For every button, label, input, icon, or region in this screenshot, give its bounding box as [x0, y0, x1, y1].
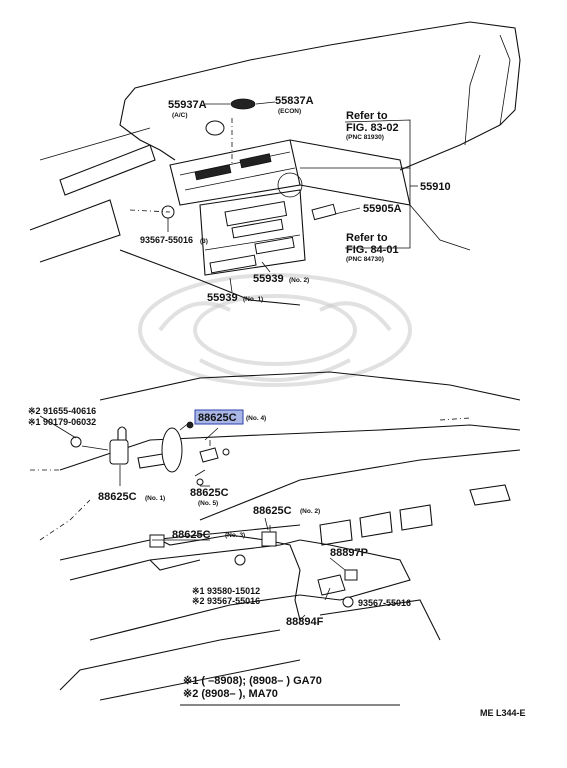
- label-88894f: 88894F: [286, 616, 324, 628]
- label-93580-15012: ※1 93580-15012: [192, 586, 260, 596]
- label-55939-no1: 55939: [207, 292, 238, 304]
- label-88625c-no2: 88625C: [253, 505, 292, 517]
- label-55910: 55910: [420, 181, 451, 193]
- label-55939-no1-note: (No. 1): [243, 296, 263, 303]
- label-88625c-no5: 88625C: [190, 487, 229, 499]
- label-88625c-no1-note: (No. 1): [145, 495, 165, 502]
- top-dashboard-drawing: [29, 21, 521, 306]
- legend-line-2: ※2 (8908– ), MA70: [183, 688, 278, 700]
- label-88625c-no4[interactable]: 88625C: [198, 412, 237, 424]
- label-88625c-no3: 88625C: [172, 529, 211, 541]
- label-55837a-econ-note: (ECON): [278, 108, 301, 115]
- label-55837a-econ: 55837A: [275, 95, 314, 107]
- label-88625c-no4-note: (No. 4): [246, 415, 266, 422]
- label-55937a-ac: 55937A: [168, 99, 207, 111]
- diagram-code: ME L344-E: [480, 708, 526, 718]
- label-93567-55016-mid: ※2 93567-55016: [192, 596, 260, 606]
- label-55905a: 55905A: [363, 203, 402, 215]
- label-88625c-no5-note: (No. 5): [198, 500, 218, 507]
- label-55937a-ac-note: (A/C): [172, 112, 188, 119]
- ref-fig-83-pnc: (PNC 81930): [346, 134, 384, 141]
- watermark-emblem: [138, 273, 412, 387]
- ref-fig-83-line1: Refer to: [346, 110, 388, 122]
- label-91655-40616: ※2 91655-40616: [28, 406, 96, 416]
- highlight-box: [194, 409, 244, 425]
- legend-line-1: ※1 ( –8908); (8908– ) GA70: [183, 675, 322, 687]
- label-88897p: 88897P: [330, 547, 368, 559]
- ref-fig-83-line2: FIG. 83-02: [346, 122, 399, 134]
- label-90179-06032: ※1 90179-06032: [28, 417, 96, 427]
- label-93567-55016-top: 93567-55016: [140, 235, 193, 245]
- label-88625c-no3-note: (No. 3): [225, 532, 245, 539]
- ref-fig-84-pnc: (PNC 84730): [346, 256, 384, 263]
- label-88625c-no2-note: (No. 2): [300, 508, 320, 515]
- label-88625c-no1: 88625C: [98, 491, 137, 503]
- bottom-dashboard-drawing: [30, 371, 521, 701]
- label-93567-55016-right: 93567-55016: [358, 598, 411, 608]
- label-55939-no2-note: (No. 2): [289, 277, 309, 284]
- ref-fig-84-line1: Refer to: [346, 232, 388, 244]
- ref-fig-84-line2: FIG. 84-01: [346, 244, 399, 256]
- label-93567-55016-top-note: (3): [200, 238, 208, 245]
- label-55939-no2: 55939: [253, 273, 284, 285]
